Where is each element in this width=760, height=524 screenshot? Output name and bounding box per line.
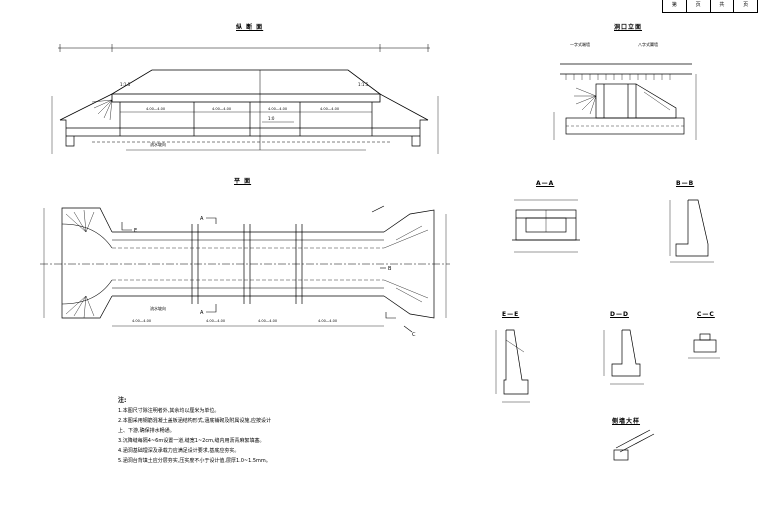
plan-span-2: 4.00—4.00 xyxy=(206,319,225,323)
plan-view xyxy=(40,205,450,333)
title-block-cell: 页 xyxy=(743,2,749,8)
section-dd-drawing xyxy=(603,329,644,385)
plan-section-a-bottom: A xyxy=(200,310,204,316)
side-left-label: 一字式端墙 xyxy=(570,41,590,47)
side-right-label: 八字式翼墙 xyxy=(638,41,658,47)
section-ee-title: E—E xyxy=(502,311,520,318)
elevation-span-3: 4.00—4.00 xyxy=(268,107,287,111)
plan-section-a-top: A xyxy=(200,216,204,222)
section-dd-title: D—D xyxy=(610,311,629,318)
notes-block: 注: 1.本图尺寸除注明者外,其余均以厘米为单位。 2.本图采用钢筋混凝土盖板涵… xyxy=(118,396,318,466)
title-block-cell: 共 xyxy=(711,0,735,12)
elevation-view xyxy=(51,44,439,154)
elevation-slope-label: 1:0 xyxy=(268,116,275,121)
title-block-cell: 页 xyxy=(687,0,711,12)
side-view xyxy=(553,63,697,140)
plan-section-c: C xyxy=(412,332,416,338)
note-line: 2.本图采用钢筋混凝土盖板涵结构形式,涵底铺砌及附属设施,应按设计 xyxy=(118,418,271,424)
section-cc-title: C—C xyxy=(697,311,715,318)
title-block: 第 页 共 页 xyxy=(662,0,758,13)
plan-view-title: 平 面 xyxy=(234,178,252,185)
plan-span-1: 4.00—4.00 xyxy=(132,319,151,323)
notes-header: 注: xyxy=(118,397,127,404)
detail-view-title: 侧墙大样 xyxy=(612,418,641,425)
plan-section-b: B xyxy=(388,266,392,272)
section-bb-title: B—B xyxy=(676,180,695,187)
elevation-span-1: 4.00—4.00 xyxy=(146,107,165,111)
side-view-title: 洞口立面 xyxy=(614,24,643,31)
detail-drawing xyxy=(613,429,655,461)
note-line: 上、下游,确保排水畅通。 xyxy=(118,428,175,434)
section-aa-drawing xyxy=(512,199,580,253)
section-cc-drawing xyxy=(688,333,720,359)
elevation-drain-label: 流水坡向 xyxy=(150,141,166,147)
elevation-ratio-right: 1:1.5 xyxy=(358,82,369,87)
plan-section-e: E xyxy=(134,228,137,234)
plan-span-4: 4.00—4.00 xyxy=(318,319,337,323)
elevation-view-title: 纵 断 面 xyxy=(236,24,264,31)
elevation-span-4: 4.00—4.00 xyxy=(320,107,339,111)
note-line: 1.本图尺寸除注明者外,其余均以厘米为单位。 xyxy=(118,408,220,414)
note-line: 4.涵洞基础埋深及承载力应满足设计要求,基底应夯实。 xyxy=(118,448,240,454)
elevation-span-2: 4.00—4.00 xyxy=(212,107,231,111)
section-bb-drawing xyxy=(669,199,714,263)
note-line: 3.沉降缝每隔4~6m设置一道,缝宽1~2cm,缝内用沥青麻絮填塞。 xyxy=(118,438,265,444)
section-ee-drawing xyxy=(495,329,530,403)
elevation-ratio-left: 1:1.5 xyxy=(120,82,131,87)
plan-drain-label: 流水坡向 xyxy=(150,305,166,311)
plan-span-3: 4.00—4.00 xyxy=(258,319,277,323)
section-aa-title: A—A xyxy=(536,180,555,187)
title-block-cell: 第 xyxy=(663,0,687,12)
note-line: 5.涵洞台背填土应分层夯实,压实度不小于设计值,层厚1.0~1.5mm。 xyxy=(118,458,271,464)
